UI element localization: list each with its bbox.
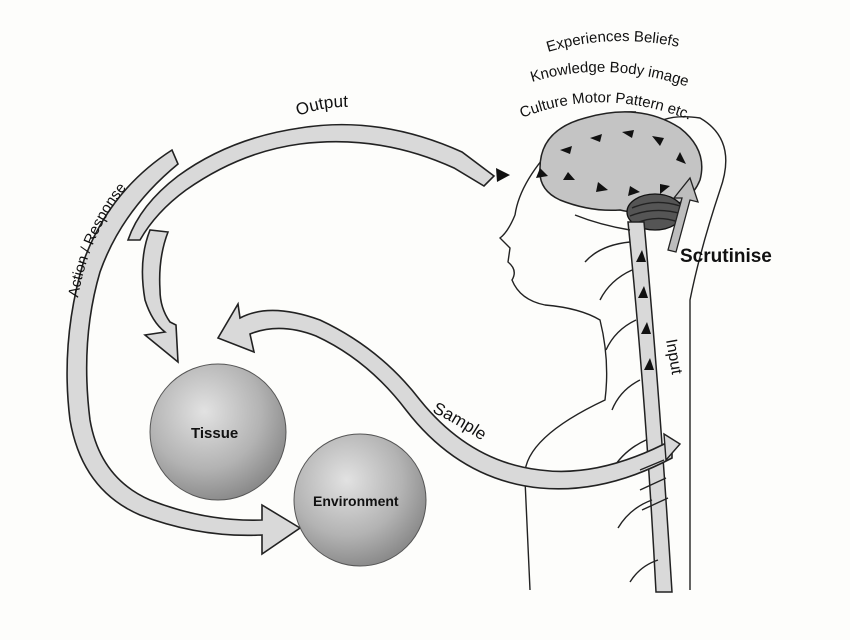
brain-arrows <box>536 130 686 196</box>
action-arrow-to-tissue <box>141 229 179 364</box>
sample-arrow <box>216 301 673 490</box>
input-arrows <box>636 250 654 370</box>
scrutinise-arrow <box>667 176 699 253</box>
nerve-lines <box>574 214 659 583</box>
brain-terms-line1: Experiences Beliefs <box>544 28 680 56</box>
brain-terms-line2: Knowledge Body image <box>528 59 690 90</box>
output-arrow <box>126 123 496 241</box>
environment-label: Environment <box>313 493 399 509</box>
spinal-cord <box>627 221 673 593</box>
tissue-sphere <box>149 363 287 501</box>
output-label: Output <box>293 92 348 120</box>
action-arrow-to-environment <box>66 148 302 556</box>
output-arrowhead <box>496 168 510 182</box>
incoming-lines <box>639 459 669 511</box>
environment-sphere <box>293 433 427 567</box>
input-label: Input <box>662 338 685 377</box>
scrutinise-label: Scrutinise <box>680 246 772 267</box>
sample-arrowhead <box>663 432 682 462</box>
tissue-label: Tissue <box>191 425 238 442</box>
